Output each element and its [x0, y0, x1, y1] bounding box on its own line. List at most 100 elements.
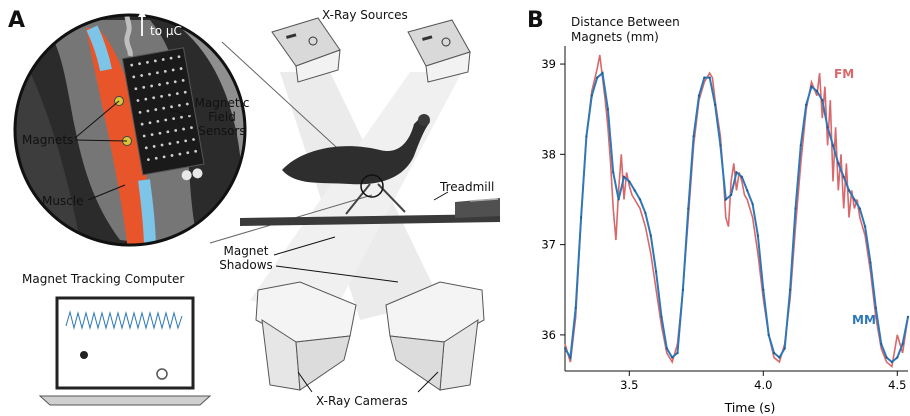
panel-b-letter: B [527, 8, 544, 33]
mm-data-point [612, 171, 615, 174]
mm-data-point [697, 94, 701, 97]
xray-source-right [407, 19, 471, 83]
treadmill-illustration [240, 198, 500, 226]
mm-data-point [837, 162, 840, 165]
magnet-tracking-computer-label: Magnet Tracking Computer [22, 272, 185, 286]
mm-data-point [853, 198, 856, 201]
chart-title-line-2: Magnets (mm) [571, 30, 659, 44]
mm-data-point [821, 99, 824, 102]
mm-data-point [622, 175, 626, 179]
mm-data-point [724, 198, 727, 201]
mm-data-point [735, 171, 738, 174]
to-uc-label: to μC [150, 24, 182, 38]
panel-a-letter: A [8, 8, 26, 33]
y-tick-label: 37 [541, 238, 556, 252]
mm-data-point [740, 175, 743, 179]
mm-data-point [665, 347, 668, 350]
mm-data-point [617, 198, 620, 201]
mm-data-point [574, 306, 577, 309]
mm-data-point [842, 175, 845, 179]
xray-source-left [271, 17, 341, 83]
muscle-shape [86, 28, 150, 245]
mm-data-point [805, 103, 808, 106]
mm-data-point [874, 306, 877, 309]
mm-data-point [831, 144, 835, 147]
y-tick-label: 39 [541, 57, 556, 71]
xray-camera-left [255, 281, 357, 391]
mm-data-point [687, 207, 690, 210]
mm-data-point [864, 225, 867, 228]
mm-data-point [788, 288, 792, 291]
sensor-board [121, 47, 205, 181]
mm-data-point [606, 108, 609, 111]
mm-data-point [676, 351, 679, 355]
mm-data-point [633, 189, 636, 192]
mm-data-point [778, 356, 781, 359]
mm-data-point [655, 270, 658, 273]
mm-data-point [751, 202, 754, 206]
bird-illustration [282, 114, 430, 215]
mm-data-point [762, 288, 765, 291]
series-fm-line [564, 54, 909, 369]
mm-data-point [847, 189, 851, 192]
mm-data-point [885, 356, 888, 359]
mm-data-point [815, 90, 818, 93]
mm-data-point [579, 216, 583, 219]
y-tick-label: 36 [541, 328, 556, 342]
mm-data-point [858, 207, 861, 210]
xray-camera-right [385, 281, 485, 391]
mm-data-point [649, 234, 652, 237]
mm-data-point [671, 356, 674, 359]
muscle-label: Muscle [42, 194, 84, 208]
laptop-illustration [38, 296, 212, 406]
mm-data-point [708, 76, 711, 79]
mm-data-point [644, 211, 647, 215]
mm-data-point [799, 144, 802, 147]
magnetic-field-sensors-label: Magnetic Field Sensors [194, 96, 250, 138]
series-fm-label: FM [834, 67, 854, 81]
mm-data-point [563, 347, 567, 350]
xray-cameras-label: X-Ray Cameras [316, 394, 408, 408]
mm-data-point [660, 315, 663, 318]
mm-data-point [772, 351, 776, 355]
magnets-label: Magnets [22, 133, 74, 147]
mm-data-point [810, 85, 813, 88]
x-tick-label: 3.5 [620, 378, 638, 392]
x-tick-label: 4.0 [754, 378, 772, 392]
mm-data-point [681, 288, 685, 291]
mm-data-point [783, 347, 786, 350]
zoom-circle [13, 10, 247, 247]
mm-data-point [826, 126, 829, 129]
series-mm-label: MM [852, 313, 876, 327]
y-tick-label: 38 [541, 147, 556, 161]
mm-data-point [601, 71, 604, 75]
mm-data-point [719, 144, 722, 147]
mm-data-point [713, 103, 717, 106]
mm-data-point [901, 342, 904, 346]
mm-data-point [890, 360, 894, 364]
mm-data-point [880, 342, 883, 346]
mm-data-point [896, 356, 899, 359]
mm-data-point [756, 234, 760, 237]
mm-data-point [596, 76, 599, 79]
mm-data-point [585, 135, 588, 138]
mm-data-point [628, 180, 631, 183]
treadmill-label: Treadmill [440, 180, 495, 194]
mm-data-point [590, 94, 593, 97]
mm-data-point [794, 207, 797, 210]
xray-sources-label: X-Ray Sources [322, 8, 408, 22]
mm-data-point [703, 76, 706, 79]
chart-title-line-1: Distance Between [571, 15, 680, 29]
mm-data-point [869, 261, 872, 264]
mm-data-point [692, 135, 695, 138]
mm-data-point [767, 333, 770, 336]
magnet-shadows-label: Magnet Shadows [219, 244, 273, 272]
mm-data-point [569, 356, 572, 359]
mm-data-point [638, 198, 642, 201]
x-axis-label: Time (s) [724, 400, 776, 415]
mm-data-point [730, 193, 733, 197]
panel-a-illustration [13, 10, 500, 406]
x-tick-label: 4.5 [888, 378, 906, 392]
mm-data-point [906, 315, 910, 318]
